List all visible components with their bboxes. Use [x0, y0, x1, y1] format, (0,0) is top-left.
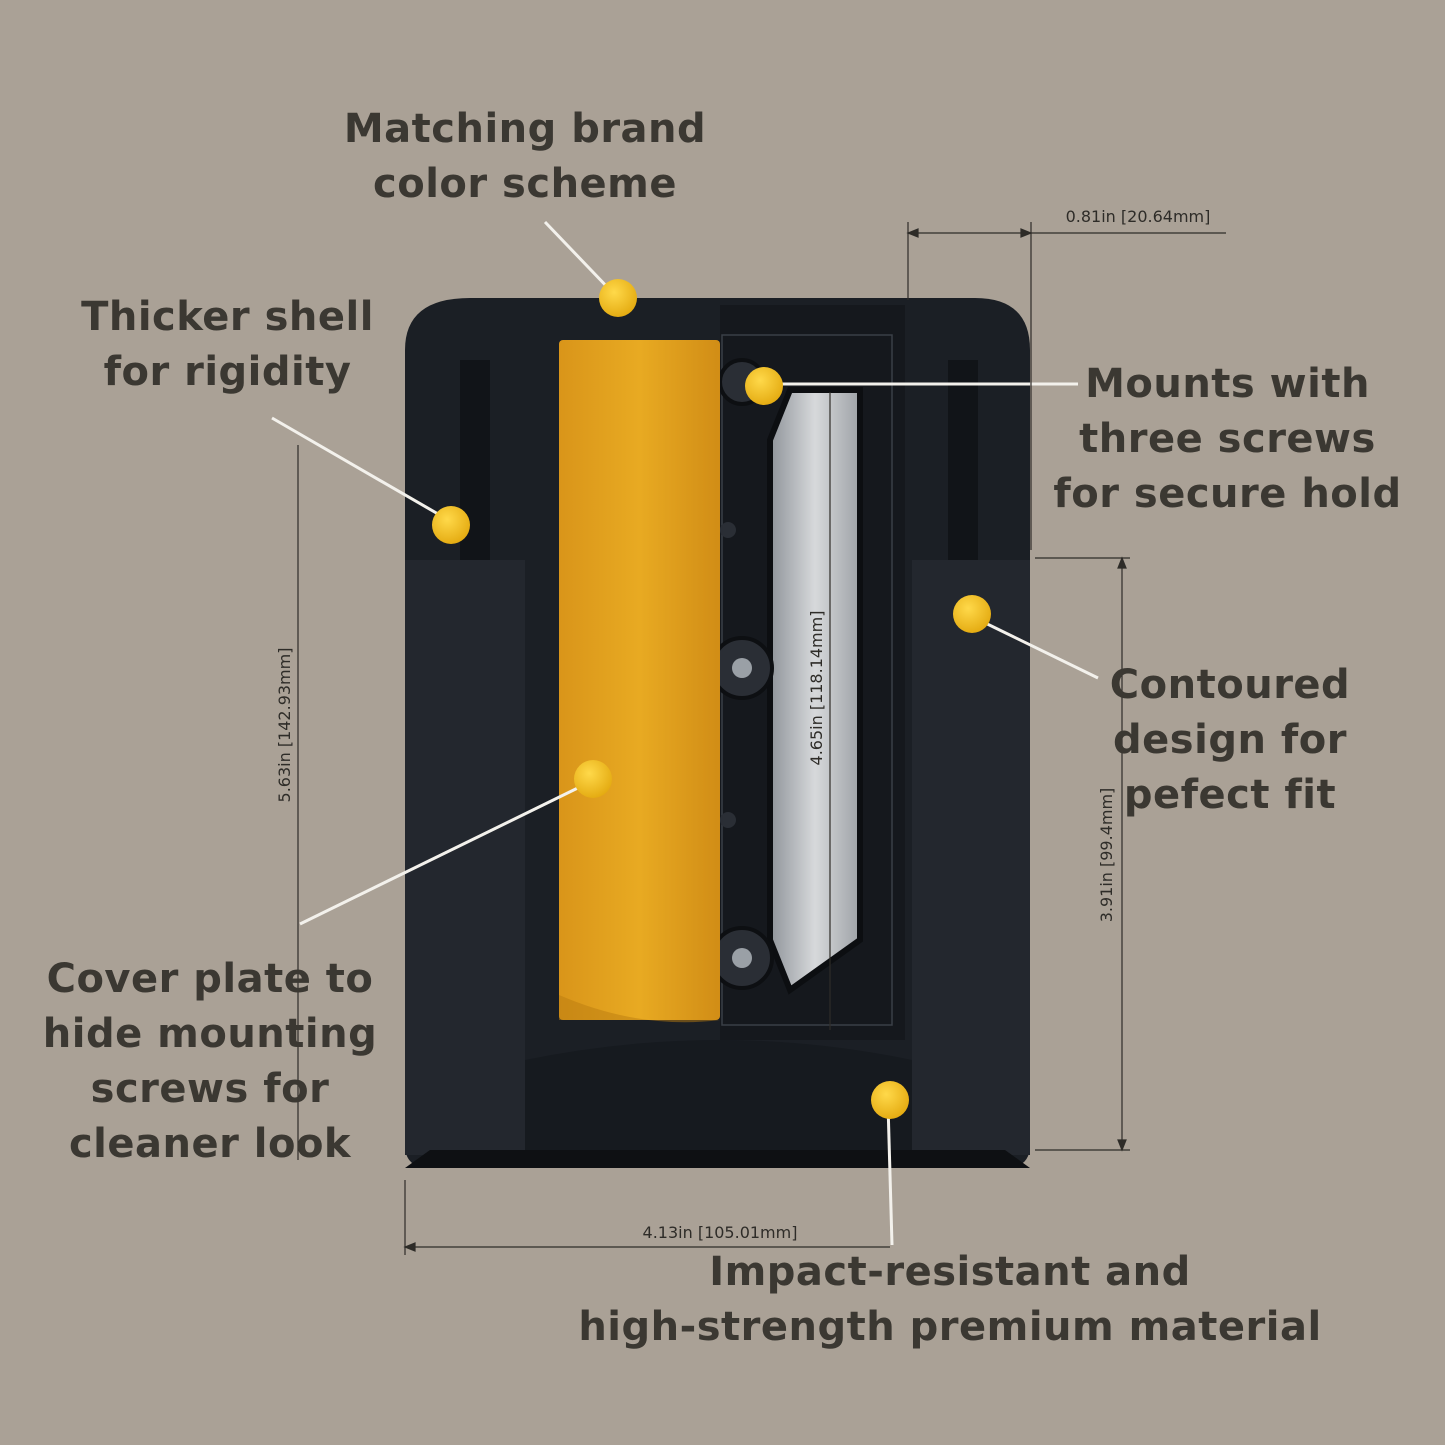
callout-line: Contoured: [1109, 662, 1351, 708]
dimension-total-height: 5.63in [142.93mm]: [275, 648, 294, 803]
callout-brand-color: Matching brand color scheme: [325, 102, 725, 212]
marker-dot: [599, 279, 637, 317]
callout-line: Impact-resistant and: [709, 1249, 1191, 1295]
cover-plate: [559, 340, 720, 1020]
callout-line: color scheme: [373, 161, 677, 207]
callout-line: Cover plate to: [46, 956, 374, 1002]
dimension-depth: 0.81in [20.64mm]: [1066, 207, 1211, 226]
leader-lines: [271, 220, 1099, 1246]
holder-cutaway: [710, 305, 905, 1040]
dimension-width: 4.13in [105.01mm]: [643, 1223, 798, 1242]
callout-line: Thicker shell: [81, 294, 374, 340]
dimension-lower-height: 3.91in [99.4mm]: [1097, 788, 1116, 923]
marker-dot: [745, 367, 783, 405]
callout-line: Matching brand: [343, 106, 707, 152]
callout-line: hide mounting: [42, 1011, 378, 1057]
callout-impact: Impact-resistant and high-strength premi…: [545, 1245, 1355, 1355]
callout-line: for rigidity: [103, 349, 352, 395]
marker-dot: [574, 760, 612, 798]
callout-line: Mounts with: [1085, 361, 1370, 407]
callout-line: screws for: [90, 1066, 330, 1112]
marker-dot: [432, 506, 470, 544]
callout-line: high-strength premium material: [578, 1304, 1322, 1350]
marker-dots: [432, 279, 991, 1119]
callout-contoured: Contoured design for pefect fit: [1080, 658, 1380, 823]
callout-line: cleaner look: [68, 1121, 352, 1167]
marker-dot: [871, 1081, 909, 1119]
callout-three-screws: Mounts with three screws for secure hold: [1040, 357, 1415, 522]
marker-dot: [953, 595, 991, 633]
callout-line: pefect fit: [1123, 772, 1337, 818]
dimension-inner-height: 4.65in [118.14mm]: [807, 611, 826, 766]
callout-cover-plate: Cover plate to hide mounting screws for …: [25, 952, 395, 1172]
callout-thicker-shell: Thicker shell for rigidity: [55, 290, 400, 400]
callout-line: three screws: [1079, 416, 1376, 462]
dimension-lines: [297, 222, 1226, 1255]
callout-line: for secure hold: [1053, 471, 1402, 517]
callout-line: design for: [1113, 717, 1347, 763]
